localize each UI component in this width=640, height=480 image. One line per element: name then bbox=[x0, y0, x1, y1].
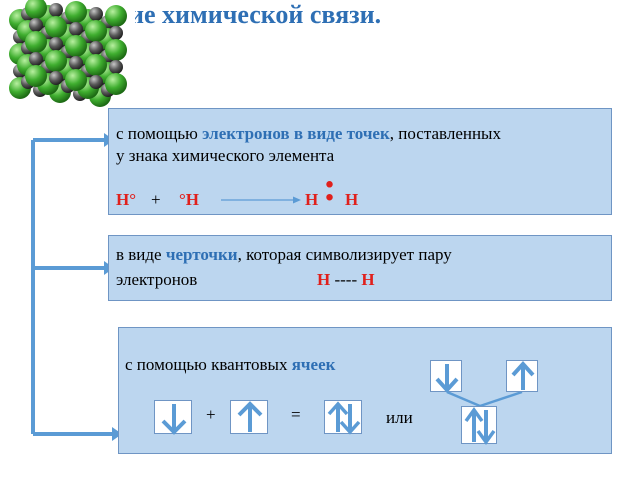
arrow-down-icon bbox=[435, 364, 459, 393]
dot-notation-box: с помощью электронов в виде точек, поста… bbox=[108, 108, 612, 215]
crystal-lattice-icon bbox=[0, 0, 135, 115]
dot-notation-emphasis: электронов в виде точек bbox=[202, 124, 390, 143]
dash-formula: H ---- H bbox=[317, 270, 375, 289]
orbital-cell-right bbox=[506, 360, 538, 392]
paired-spins-icon bbox=[327, 401, 361, 435]
cells-or-label: или bbox=[386, 408, 413, 427]
cells-plus-sign: + bbox=[206, 405, 216, 424]
dot-notation-line1: с помощью электронов в виде точек, поста… bbox=[116, 124, 501, 143]
electron-pair-colon: : bbox=[323, 164, 337, 209]
plus-sign: + bbox=[151, 190, 161, 209]
atom-h-right: °H bbox=[179, 190, 200, 209]
quantum-cells-line1: с помощью квантовых ячеек bbox=[125, 355, 336, 374]
arrow-down-icon bbox=[161, 404, 187, 435]
dash-notation-emphasis: черточки bbox=[165, 245, 238, 264]
cell-spin-down bbox=[154, 400, 192, 435]
dot-notation-line2: у знака химического элемента bbox=[116, 146, 335, 165]
result-h-left: H bbox=[305, 190, 319, 209]
atom-h-left: H° bbox=[116, 190, 137, 209]
dash-notation-line1: в виде черточки, которая символизирует п… bbox=[116, 245, 452, 264]
cells-equals-sign: = bbox=[291, 405, 301, 424]
arrow-up-icon bbox=[511, 361, 535, 390]
result-h-right: H bbox=[345, 190, 359, 209]
dash-notation-line2: электронов bbox=[116, 270, 198, 289]
right-arrow-icon bbox=[221, 196, 301, 204]
quantum-cells-emphasis: ячеек bbox=[291, 355, 336, 374]
dash-notation-box: в виде черточки, которая символизирует п… bbox=[108, 235, 612, 301]
cell-paired bbox=[324, 400, 362, 435]
cell-spin-up bbox=[230, 400, 268, 434]
orbital-cell-paired bbox=[461, 406, 497, 445]
arrow-up-icon bbox=[237, 401, 263, 432]
paired-spins-icon bbox=[464, 407, 496, 445]
orbital-cell-left bbox=[430, 360, 462, 393]
